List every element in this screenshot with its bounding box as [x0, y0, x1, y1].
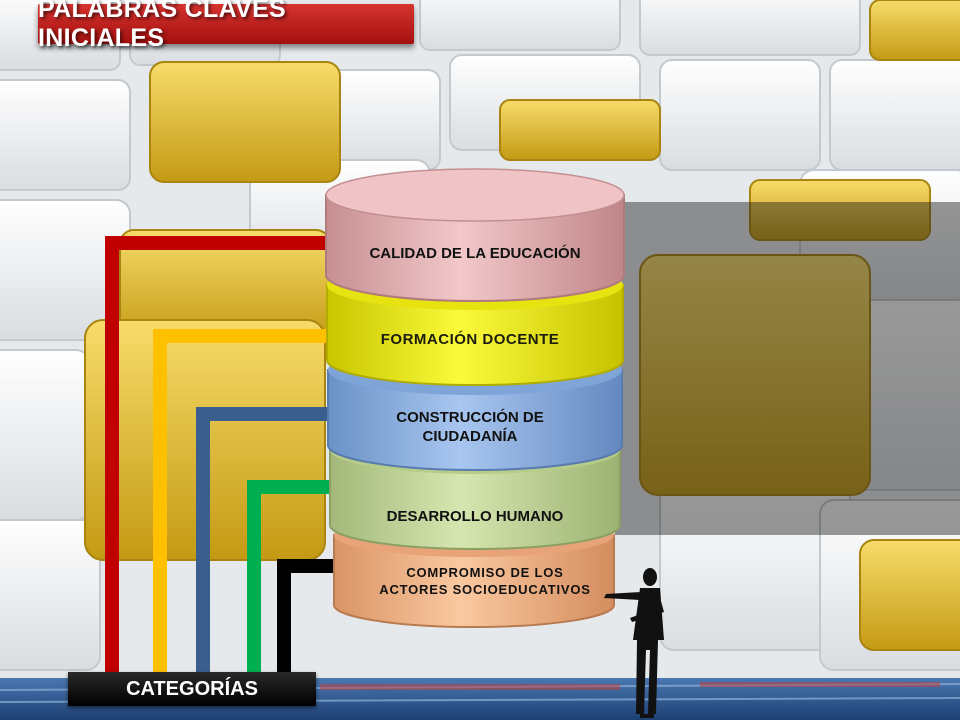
- category-line-yellow: [153, 329, 330, 680]
- layer-label-formacion: FORMACIÓN DOCENTE: [380, 331, 560, 348]
- category-line-red: [105, 236, 330, 680]
- category-line-green: [247, 480, 330, 680]
- shadow-panel: [615, 202, 960, 535]
- disk-1: [325, 168, 625, 302]
- layer-label-desarrollo: DESARROLLO HUMANO: [386, 508, 564, 525]
- presenter-silhouette: [604, 568, 664, 718]
- disk-stack: [325, 168, 625, 628]
- category-lines: [105, 236, 336, 680]
- category-line-blue: [196, 407, 336, 680]
- category-line-black: [277, 559, 336, 680]
- layer-label-calidad: CALIDAD DE LA EDUCACIÓN: [369, 245, 581, 262]
- layer-label-ciudadania: CONSTRUCCIÓN DE CIUDADANÍA: [396, 409, 544, 445]
- title-banner: PALABRAS CLAVES INICIALES: [38, 0, 414, 52]
- categories-banner: CATEGORÍAS: [68, 672, 316, 706]
- page-title: PALABRAS CLAVES INICIALES: [38, 0, 287, 52]
- categories-label: CATEGORÍAS: [126, 677, 258, 700]
- layer-label-compromiso: COMPROMISO DE LOS ACTORES SOCIOEDUCATIVO…: [379, 565, 591, 597]
